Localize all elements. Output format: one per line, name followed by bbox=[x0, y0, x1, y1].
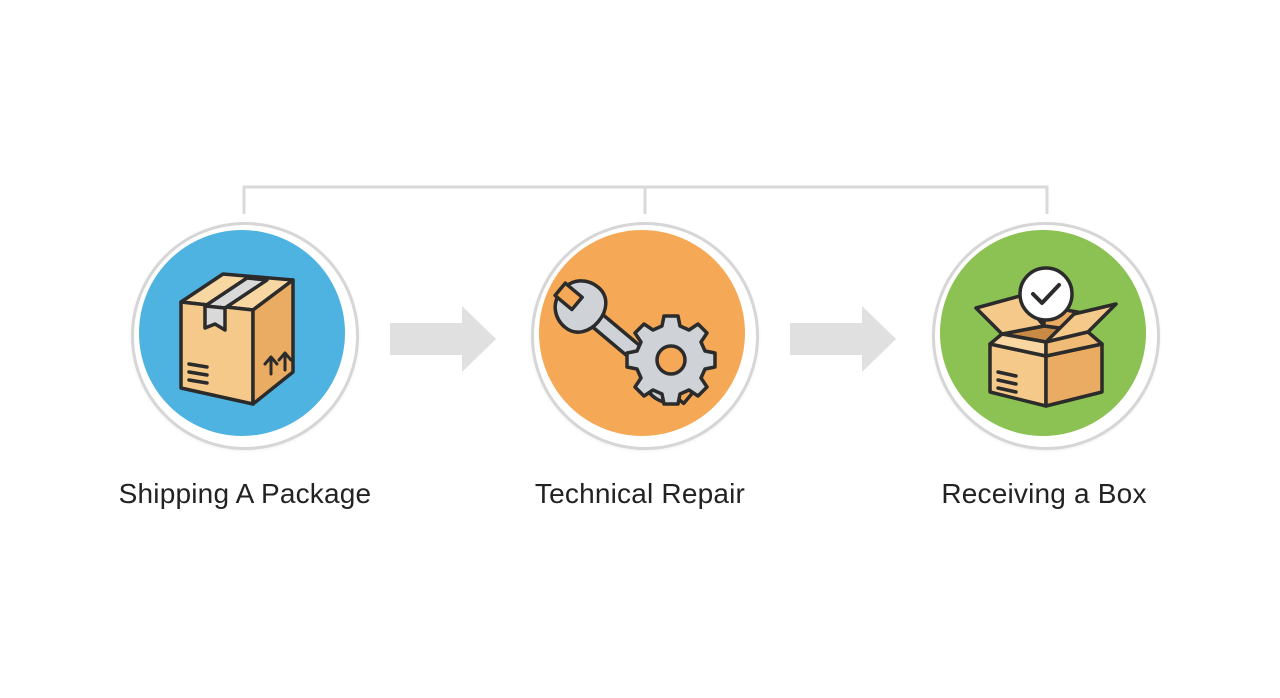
connector-bracket bbox=[242, 185, 1049, 214]
open-box-check-icon bbox=[974, 266, 1118, 408]
flow-arrow bbox=[790, 306, 896, 372]
step-shipping bbox=[131, 222, 359, 450]
package-box-icon bbox=[179, 272, 295, 406]
step-receiving bbox=[932, 222, 1160, 450]
flow-arrow bbox=[390, 306, 496, 372]
step-label-receiving: Receiving a Box bbox=[941, 478, 1147, 509]
connector-line bbox=[242, 185, 1049, 214]
wrench-gear-icon bbox=[553, 279, 717, 406]
step-label-shipping: Shipping A Package bbox=[118, 478, 372, 509]
step-repair bbox=[531, 222, 759, 450]
check-icon bbox=[1018, 266, 1074, 322]
step-label-repair: Technical Repair bbox=[534, 478, 746, 509]
